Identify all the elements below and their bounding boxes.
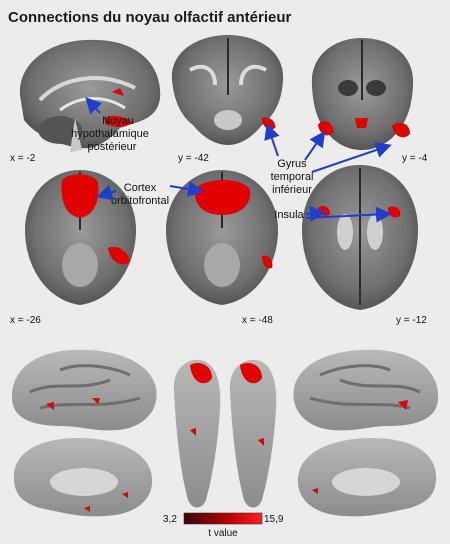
annotation-temporal: Gyrus temporal inférieur [264, 123, 392, 196]
coord-label-x-48: x = -48 [242, 315, 273, 326]
surface-medial-left [13, 438, 153, 517]
coord-label-y-12: y = -12 [396, 315, 427, 326]
annotation-insula-line1: Insula [274, 209, 304, 221]
annotation-orbitofrontal-line1: Cortex [124, 182, 157, 194]
brain-slice-axial-x-26 [25, 170, 136, 305]
annotation-temporal-line1: Gyrus [277, 158, 307, 170]
brain-slice-axial-x-48 [166, 170, 278, 305]
annotation-hypothalamus: Noyau hypothalamique postérieur [71, 97, 149, 153]
colorbar: 3,2 15,9 t value [163, 512, 284, 539]
annotation-hypothalamus-line1: Noyau [102, 115, 134, 127]
colorbar-min-label: 3,2 [163, 514, 177, 525]
brain-slice-coronal-y-42 [171, 35, 284, 145]
surface-lateral-left [11, 349, 157, 431]
coord-label-x-26: x = -26 [10, 315, 41, 326]
annotation-temporal-line2: temporal [271, 171, 314, 183]
brain-slice-sagittal-x-2 [19, 39, 161, 152]
colorbar-title: t value [208, 528, 238, 539]
annotation-hypothalamus-line2: hypothalamique [71, 128, 149, 140]
annotation-insula: Insula [274, 205, 392, 223]
coord-label-x-2: x = -2 [10, 153, 36, 164]
coord-label-y-42: y = -42 [178, 153, 209, 164]
annotation-orbitofrontal: Cortex orbitofrontal [96, 181, 204, 207]
surface-medial-right [297, 438, 437, 517]
annotation-orbitofrontal-line2: orbitofrontal [111, 195, 169, 207]
surface-ventral-bilateral [173, 359, 277, 508]
colorbar-max-label: 15,9 [264, 514, 284, 525]
annotation-temporal-line3: inférieur [272, 184, 312, 196]
brain-slice-coronal-y-4 [311, 38, 414, 150]
coord-label-y-4: y = -4 [402, 153, 428, 164]
brain-slice-axial-y-12 [302, 165, 418, 310]
annotation-hypothalamus-line3: postérieur [88, 141, 137, 153]
surface-lateral-right [293, 349, 439, 431]
figure-title: Connections du noyau olfactif antérieur [8, 9, 292, 26]
